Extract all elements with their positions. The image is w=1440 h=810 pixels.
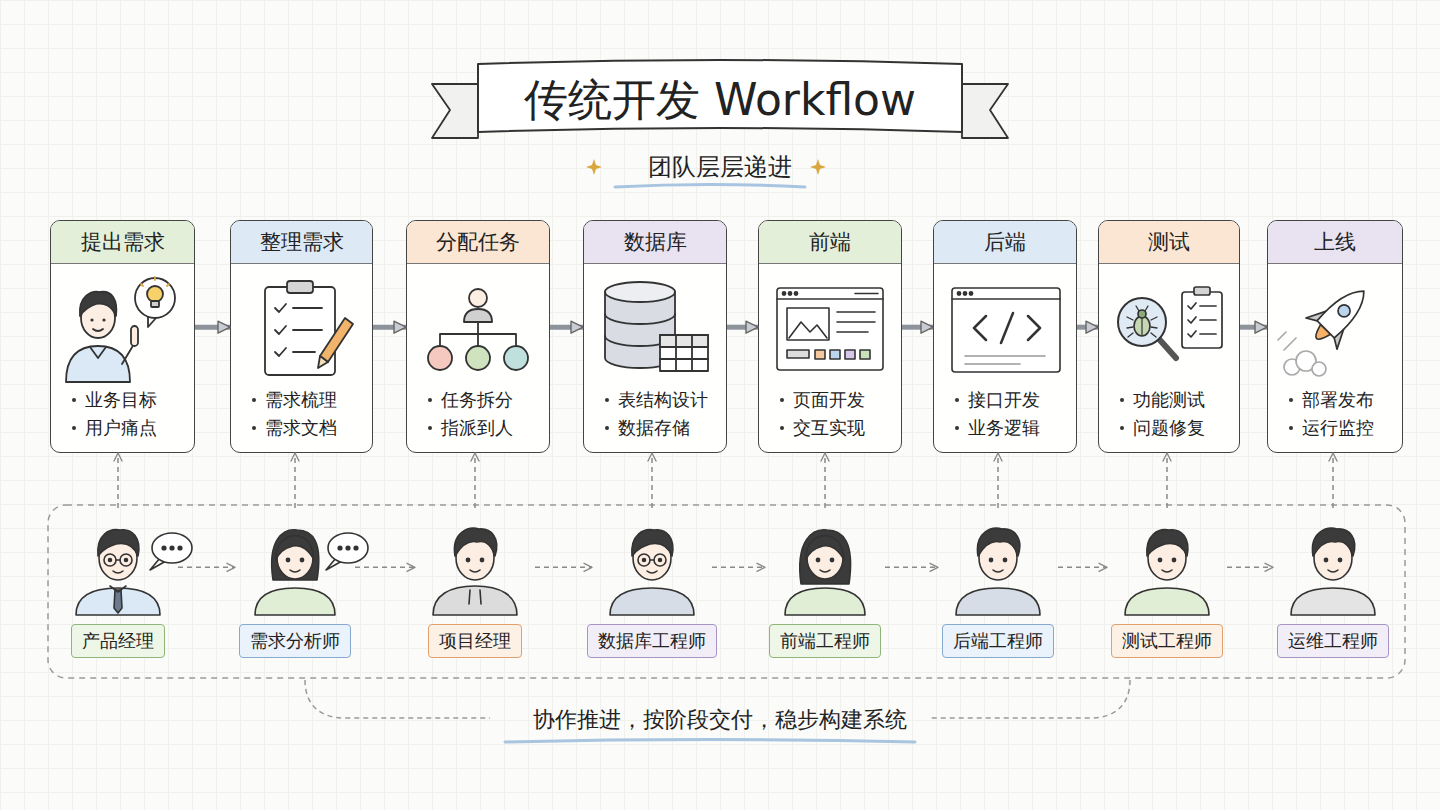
handoff-arrow: [885, 567, 938, 569]
stage-box: 前端页面开发交互实现: [758, 220, 902, 453]
stage-body: 任务拆分指派到人: [407, 386, 549, 452]
diagram-caption: 协作推进，按阶段交付，稳步构建系统: [440, 703, 1000, 737]
bullet-item: 接口开发: [934, 386, 1076, 414]
stage-box: 上线部署发布运行监控: [1267, 220, 1403, 453]
role-tag: 前端工程师: [769, 624, 881, 658]
stage-body: 部署发布运行监控: [1268, 386, 1402, 452]
speech-bubble: [326, 533, 368, 570]
handoff-arrow: [355, 567, 415, 569]
bullet-item: 用户痛点: [51, 414, 194, 442]
bullet-item: 功能测试: [1099, 386, 1239, 414]
person-figure: [610, 530, 694, 615]
stage-box: 整理需求需求梳理需求文档: [230, 220, 373, 453]
team-member: 产品经理: [58, 508, 178, 660]
diagram-title: 传统开发 Workflow: [470, 72, 970, 128]
team-member: 数据库工程师: [592, 508, 712, 660]
handoff-arrow: [824, 453, 826, 508]
brush-underline: [615, 185, 805, 188]
team-member: 需求分析师: [235, 508, 355, 660]
role-tag: 后端工程师: [942, 624, 1054, 658]
team-member: 项目经理: [415, 508, 535, 660]
person-figure: [76, 530, 160, 615]
handoff-arrow: [1058, 567, 1107, 569]
handoff-arrow: [1332, 453, 1334, 508]
bullet-item: 数据存储: [584, 414, 726, 442]
handoff-arrow: [1227, 567, 1273, 569]
bullet-item: 页面开发: [759, 386, 901, 414]
bullet-item: 业务逻辑: [934, 414, 1076, 442]
brush-underline: [505, 740, 915, 743]
person-figure: [1125, 530, 1209, 615]
flow-arrow: [195, 325, 230, 330]
flow-arrow: [373, 325, 406, 330]
flow-arrow: [902, 325, 933, 330]
flow-arrow: [727, 325, 758, 330]
stage-heading: 分配任务: [407, 221, 549, 264]
stage-body: 业务目标用户痛点: [51, 386, 194, 452]
handoff-arrow: [474, 453, 476, 508]
handoff-arrow: [117, 453, 119, 508]
stage-heading: 整理需求: [231, 221, 372, 264]
flow-arrow: [1240, 325, 1267, 330]
stage-box: 数据库表结构设计数据存储: [583, 220, 727, 453]
title-ribbon: [432, 60, 1008, 138]
person-figure: [433, 528, 517, 615]
role-tag: 项目经理: [428, 624, 522, 658]
bullet-item: 部署发布: [1268, 386, 1402, 414]
stage-body: 表结构设计数据存储: [584, 386, 726, 452]
role-tag: 产品经理: [71, 624, 165, 658]
handoff-arrow: [997, 453, 999, 508]
stage-body: 需求梳理需求文档: [231, 386, 372, 452]
stage-box: 提出需求业务目标用户痛点: [50, 220, 195, 453]
handoff-arrow: [712, 567, 765, 569]
stage-heading: 数据库: [584, 221, 726, 264]
bullet-item: 运行监控: [1268, 414, 1402, 442]
role-tag: 测试工程师: [1111, 624, 1223, 658]
stage-box: 后端接口开发业务逻辑: [933, 220, 1077, 453]
handoff-arrow: [178, 567, 235, 569]
subtitle-label: 团队层层递进: [600, 151, 840, 183]
person-figure: [1291, 528, 1375, 615]
team-container: [48, 505, 1405, 678]
speech-bubble: [150, 533, 192, 570]
stage-box: 测试功能测试问题修复: [1098, 220, 1240, 453]
stage-heading: 提出需求: [51, 221, 194, 264]
handoff-arrow: [1166, 453, 1168, 508]
stage-heading: 测试: [1099, 221, 1239, 264]
person-figure: [785, 530, 865, 615]
team-member: 运维工程师: [1273, 508, 1393, 660]
bullet-item: 表结构设计: [584, 386, 726, 414]
stage-box: 分配任务任务拆分指派到人: [406, 220, 550, 453]
bullet-item: 任务拆分: [407, 386, 549, 414]
role-tag: 需求分析师: [239, 624, 351, 658]
bullet-item: 业务目标: [51, 386, 194, 414]
bullet-item: 需求梳理: [231, 386, 372, 414]
role-tag: 数据库工程师: [587, 624, 717, 658]
team-member: 后端工程师: [938, 508, 1058, 660]
stage-heading: 后端: [934, 221, 1076, 264]
bullet-item: 需求文档: [231, 414, 372, 442]
bullet-item: 指派到人: [407, 414, 549, 442]
person-figure: [956, 528, 1040, 615]
team-member: 前端工程师: [765, 508, 885, 660]
team-member: 测试工程师: [1107, 508, 1227, 660]
person-figure: [255, 530, 335, 615]
handoff-arrow: [535, 567, 592, 569]
stage-body: 页面开发交互实现: [759, 386, 901, 452]
bullet-item: 问题修复: [1099, 414, 1239, 442]
handoff-arrow: [651, 453, 653, 508]
role-tag: 运维工程师: [1277, 624, 1389, 658]
stage-body: 接口开发业务逻辑: [934, 386, 1076, 452]
stage-heading: 前端: [759, 221, 901, 264]
stage-body: 功能测试问题修复: [1099, 386, 1239, 452]
flow-arrow: [1077, 325, 1098, 330]
handoff-arrow: [294, 453, 296, 508]
flow-arrow: [550, 325, 583, 330]
stage-heading: 上线: [1268, 221, 1402, 264]
bullet-item: 交互实现: [759, 414, 901, 442]
